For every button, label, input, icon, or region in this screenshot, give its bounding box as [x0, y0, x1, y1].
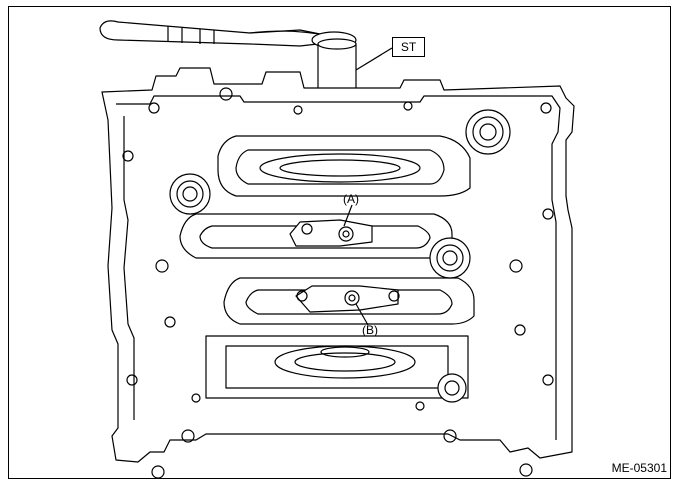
connecting-rod-b [295, 285, 400, 313]
bolt-holes [122, 87, 554, 479]
callout-b-label: (B) [362, 323, 378, 337]
cylinder-bosses [169, 109, 511, 403]
figure-frame [8, 6, 671, 479]
leader-line-a [343, 204, 353, 227]
leader-line-b [355, 303, 369, 326]
callout-a-label: (A) [343, 192, 359, 206]
special-tool-label: ST [392, 37, 425, 57]
bearing-discs [259, 153, 421, 379]
figure-code: ME-05301 [611, 461, 667, 475]
connecting-rod-a [289, 219, 373, 247]
engine-block [101, 67, 575, 463]
